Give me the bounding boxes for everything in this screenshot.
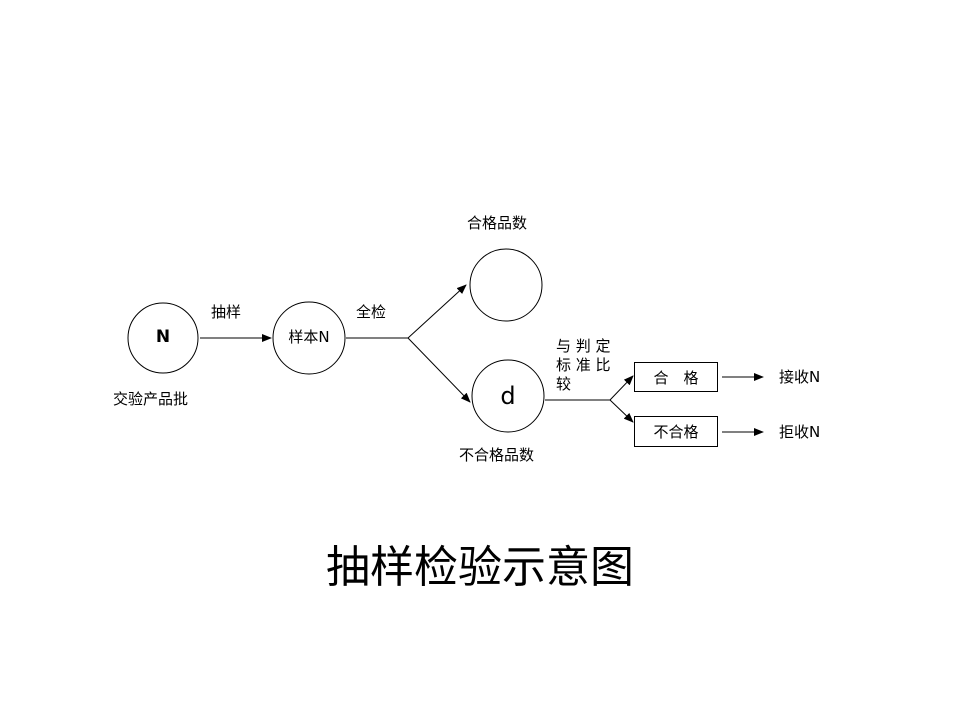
accept-label: 接收N (779, 368, 821, 386)
branch-up-arrow (407, 284, 467, 339)
sampling-label: 抽样 (211, 303, 242, 321)
sample-node (272, 301, 346, 375)
defective-node-label: d (500, 382, 516, 410)
sample-node-label: 样本N (288, 328, 330, 346)
batch-node (127, 302, 199, 374)
defective-caption: 不合格品数 (459, 446, 535, 464)
qualified-caption: 合格品数 (467, 214, 528, 232)
defective-node (471, 359, 545, 433)
compare-label: 与 判 定 标 准 比 较 (556, 337, 611, 393)
pass-branch-arrow (609, 375, 634, 401)
full-inspection-label: 全检 (356, 303, 387, 321)
diagram-title: 抽样检验示意图 (326, 542, 634, 593)
batch-node-label: N (155, 327, 171, 347)
pass-box: 合 格 (634, 362, 718, 392)
batch-caption: 交验产品批 (113, 390, 189, 408)
reject-label: 拒收N (779, 423, 821, 441)
fail-box: 不合格 (634, 416, 718, 447)
qualified-node (469, 248, 543, 322)
branch-down-arrow (407, 337, 471, 403)
fail-branch-arrow (609, 399, 634, 423)
